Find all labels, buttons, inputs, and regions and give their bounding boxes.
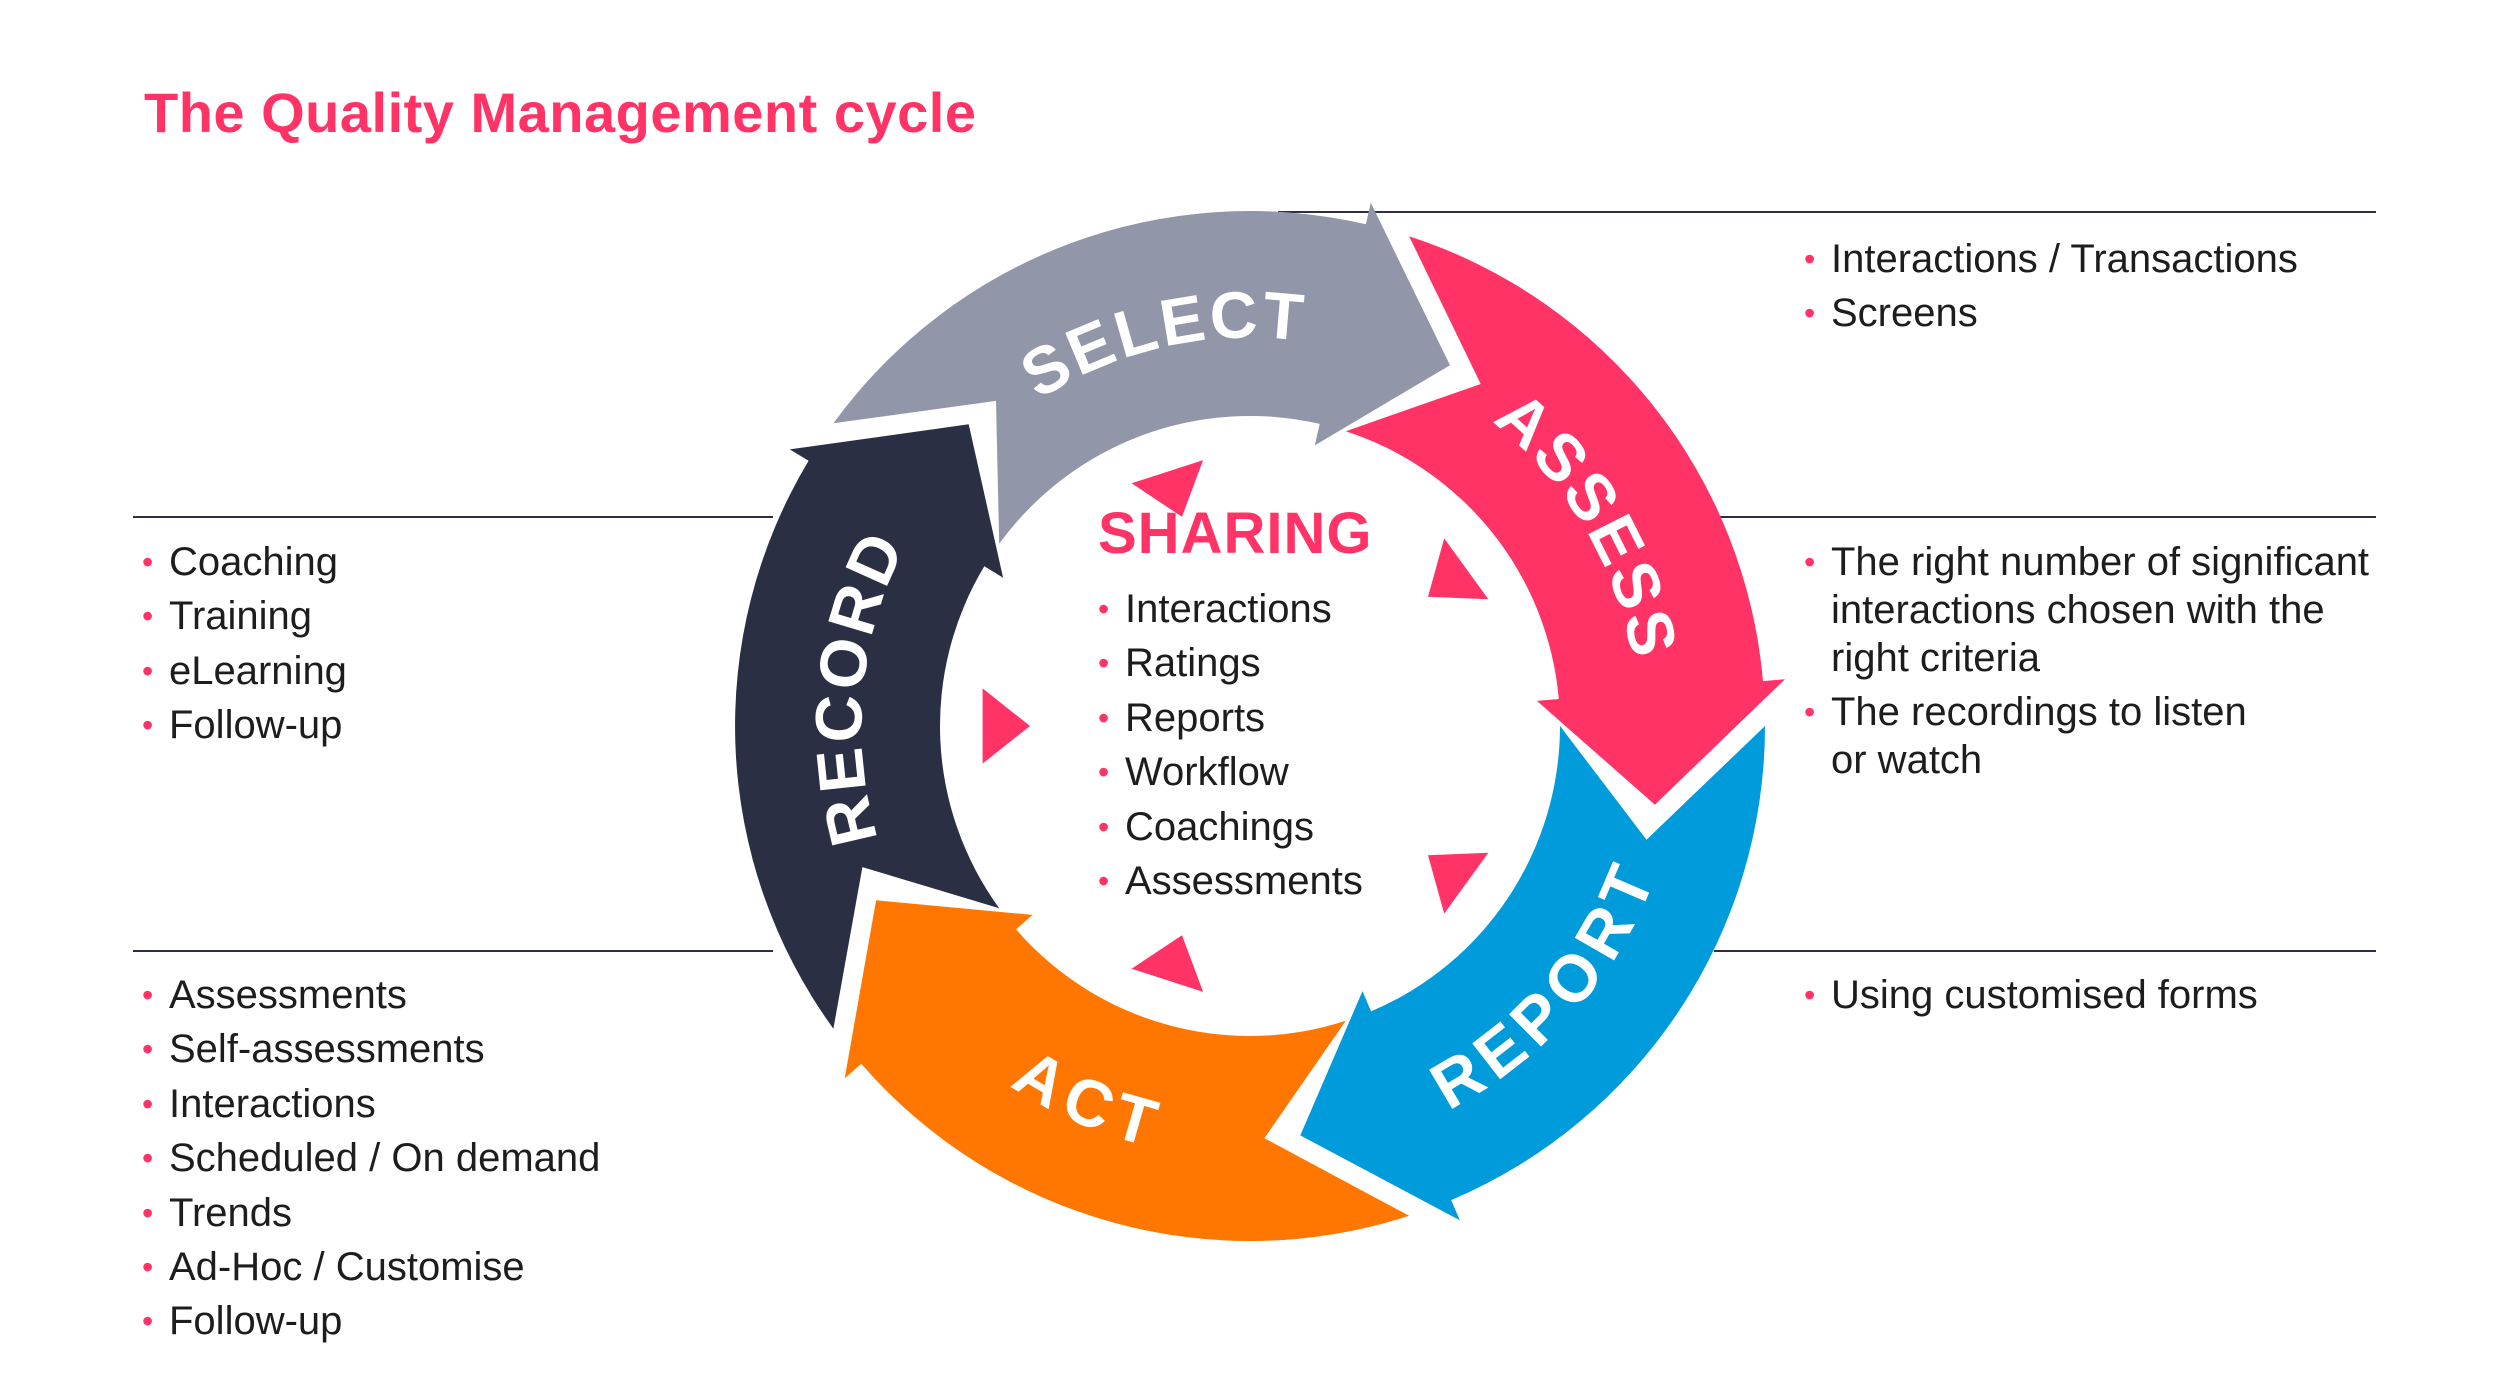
select-details: The right number of significant interact… [1804, 538, 2404, 790]
act-details: Coaching Training eLearning Follow-up [142, 535, 347, 753]
assess-details: Using customised forms [1804, 968, 2258, 1023]
divider-select [1714, 516, 2376, 518]
record-details: Interactions / Transactions Screens [1804, 232, 2298, 341]
assess-arrow [1345, 236, 1785, 805]
sharing-pointer-1 [982, 688, 1030, 764]
report-detail-item: Interactions [142, 1077, 600, 1132]
divider-act [133, 516, 773, 518]
report-arrow [1300, 726, 1765, 1221]
report-detail-item: Self-assessments [142, 1022, 600, 1077]
report-detail-item: Trends [142, 1186, 600, 1241]
record-detail-item: Interactions / Transactions [1804, 232, 2298, 287]
sharing-title: SHARING [1098, 501, 1373, 566]
sharing-pointer-3 [1428, 538, 1489, 600]
diagram-title: The Quality Management cycle [144, 81, 977, 144]
divider-assess [1714, 950, 2376, 952]
report-detail-item: Scheduled / On demand [142, 1131, 600, 1186]
sharing-item: Interactions [1098, 582, 1363, 637]
record-arrow [735, 424, 1004, 1029]
divider-record [1278, 211, 2376, 213]
act-arrow [844, 900, 1410, 1242]
sharing-item: Ratings [1098, 636, 1363, 691]
act-detail-item: eLearning [142, 644, 347, 699]
divider-report [133, 950, 773, 952]
sharing-pointer-2 [1131, 460, 1204, 517]
sharing-item: Reports [1098, 691, 1363, 746]
report-details: Assessments Self-assessments Interaction… [142, 968, 600, 1349]
record-detail-item: Screens [1804, 286, 2298, 341]
select-detail-item: The right number of significant interact… [1804, 538, 2404, 682]
report-detail-item: Assessments [142, 968, 600, 1023]
select-arrow [833, 202, 1450, 544]
sharing-item: Workflow [1098, 745, 1363, 800]
act-detail-item: Training [142, 589, 347, 644]
act-detail-item: Follow-up [142, 698, 347, 753]
sharing-pointer-4 [1428, 852, 1489, 914]
act-detail-item: Coaching [142, 535, 347, 590]
sharing-list: Interactions Ratings Reports Workflow Co… [1098, 582, 1363, 909]
sharing-item: Assessments [1098, 854, 1363, 909]
sharing-item: Coachings [1098, 800, 1363, 855]
report-detail-item: Follow-up [142, 1294, 600, 1349]
report-detail-item: Ad-Hoc / Customise [142, 1240, 600, 1295]
sharing-pointer-5 [1131, 935, 1204, 992]
assess-detail-item: Using customised forms [1804, 968, 2258, 1023]
select-detail-item: The recordings to listen or watch [1804, 688, 2251, 784]
